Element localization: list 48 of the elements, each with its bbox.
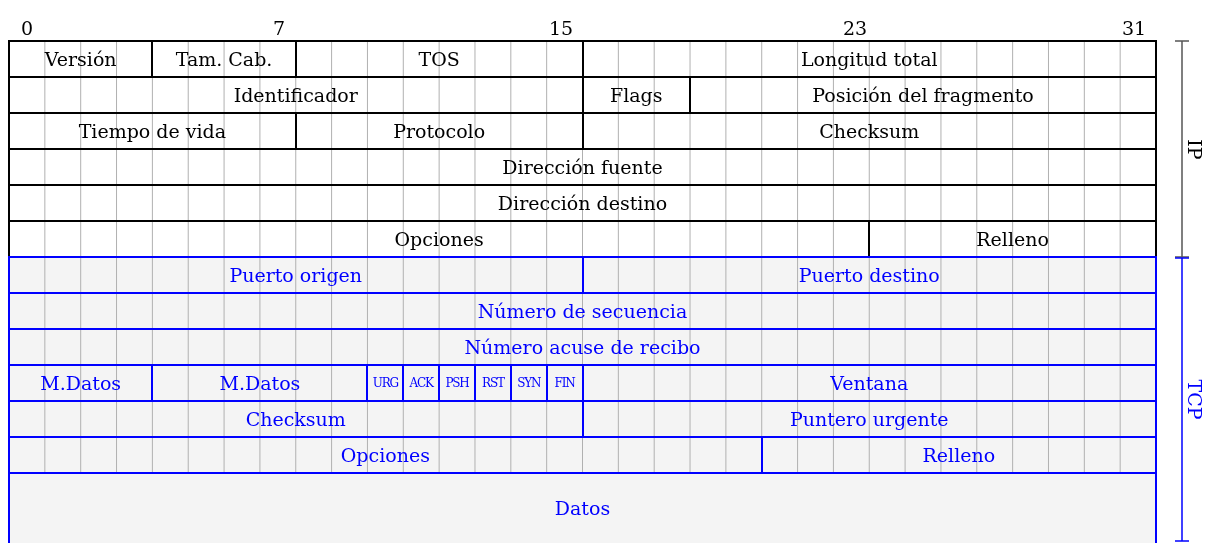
field-label: SYN bbox=[517, 377, 541, 389]
header-field bbox=[8, 148, 1157, 186]
field-label: TOS bbox=[418, 49, 460, 69]
bit-number: 15 bbox=[549, 18, 574, 38]
bit-number: 31 bbox=[1122, 18, 1147, 38]
field-label: Tiempo de vida bbox=[78, 121, 227, 141]
field-label: Puerto origen bbox=[229, 265, 363, 285]
field-label: Opciones bbox=[394, 229, 484, 249]
field-label: Flags bbox=[610, 85, 663, 105]
field-label: FIN bbox=[554, 377, 575, 389]
field-label: Ventana bbox=[830, 373, 909, 393]
header-field bbox=[581, 256, 1157, 294]
field-label: Versión bbox=[44, 49, 117, 69]
field-label: Identificador bbox=[233, 85, 358, 105]
header-field bbox=[8, 256, 584, 294]
field-label: Dirección fuente bbox=[502, 157, 663, 177]
bit-number: 23 bbox=[843, 18, 868, 38]
field-label: Relleno bbox=[922, 445, 996, 465]
header-field bbox=[8, 328, 1157, 366]
field-label: Opciones bbox=[340, 445, 430, 465]
field-label: Checksum bbox=[819, 121, 920, 141]
field-label: Longitud total bbox=[800, 49, 938, 69]
bit-number: 0 bbox=[21, 18, 34, 38]
field-label: Puerto destino bbox=[798, 265, 940, 285]
header-field bbox=[8, 472, 1157, 543]
header-field bbox=[8, 292, 1157, 330]
bit-number: 7 bbox=[273, 18, 286, 38]
field-label: Número de secuencia bbox=[477, 301, 688, 321]
field-label: URG bbox=[372, 377, 398, 389]
field-label: Número acuse de recibo bbox=[464, 337, 701, 357]
field-label: ACK bbox=[409, 377, 433, 389]
field-label: Checksum bbox=[245, 409, 346, 429]
field-label: Posición del fragmento bbox=[812, 85, 1034, 105]
field-label: Relleno bbox=[976, 229, 1049, 249]
field-label: Datos bbox=[554, 499, 611, 518]
field-label: M.Datos bbox=[40, 373, 122, 393]
field-label: RST bbox=[482, 377, 504, 389]
field-label: M.Datos bbox=[219, 373, 301, 393]
field-label: PSH bbox=[445, 377, 469, 389]
header-field bbox=[8, 40, 154, 78]
field-label: Puntero urgente bbox=[789, 409, 949, 429]
header-field bbox=[581, 40, 1157, 78]
header-field bbox=[8, 184, 1157, 222]
section-label: IP bbox=[1184, 138, 1204, 160]
field-label: Tam. Cab. bbox=[175, 49, 273, 69]
section-label: TCP bbox=[1184, 379, 1204, 419]
field-label: Protocolo bbox=[393, 121, 486, 141]
field-label: Dirección destino bbox=[497, 193, 668, 213]
